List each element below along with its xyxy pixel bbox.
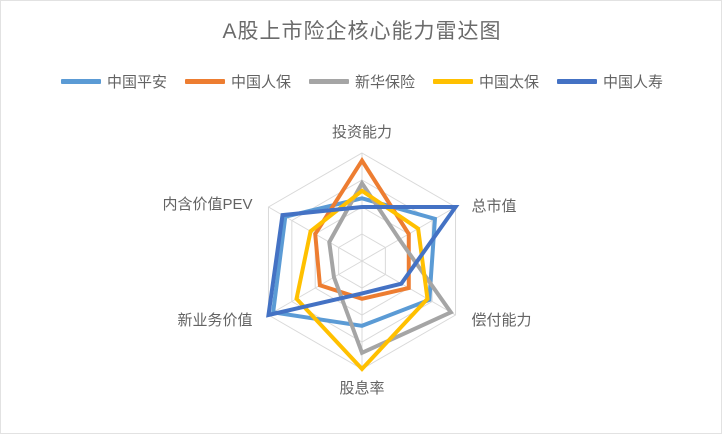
radar-series-polygon <box>266 205 460 318</box>
radar-axis-label: 总市值 <box>472 198 517 215</box>
radar-axis-label: 股息率 <box>339 380 384 397</box>
line-swatch-icon <box>308 79 349 84</box>
line-swatch-icon <box>557 79 598 84</box>
legend-item[interactable]: 中国太保 <box>433 71 539 92</box>
line-swatch-icon <box>184 79 225 84</box>
legend-item-label: 中国人保 <box>230 74 291 91</box>
radar-series-polygon <box>294 188 430 372</box>
chart-legend: 中国平安 中国人保 新华保险 中国太保 中国人寿 <box>1 71 722 92</box>
legend-item-label: 中国太保 <box>479 74 540 91</box>
radar-axis-label: 新业务价值 <box>177 312 252 329</box>
chart-title: A股上市险企核心能力雷达图 <box>222 20 502 43</box>
radar-series-polygon <box>313 156 411 301</box>
legend-item-label: 中国平安 <box>106 74 167 91</box>
radar-series <box>266 156 460 372</box>
legend-item[interactable]: 中国平安 <box>60 71 167 92</box>
radar-axis-label: 内含价值PEV <box>162 196 252 213</box>
radar-axis-label: 偿付能力 <box>472 312 532 329</box>
radar-axis-label: 投资能力 <box>332 124 392 141</box>
legend-item[interactable]: 新华保险 <box>308 71 415 92</box>
radar-plot-area: 投资能力总市值偿付能力股息率 新业务价值 内含价值PEV <box>1 97 722 427</box>
line-swatch-icon <box>433 79 473 84</box>
legend-item-label: 中国人寿 <box>603 74 664 91</box>
legend-item-label: 新华保险 <box>354 74 415 91</box>
line-swatch-icon <box>60 79 101 84</box>
radar-spoke <box>268 260 363 316</box>
legend-item[interactable]: 中国人寿 <box>557 71 663 92</box>
legend-item[interactable]: 中国人保 <box>184 71 291 92</box>
radar-series-polygon <box>327 179 454 356</box>
